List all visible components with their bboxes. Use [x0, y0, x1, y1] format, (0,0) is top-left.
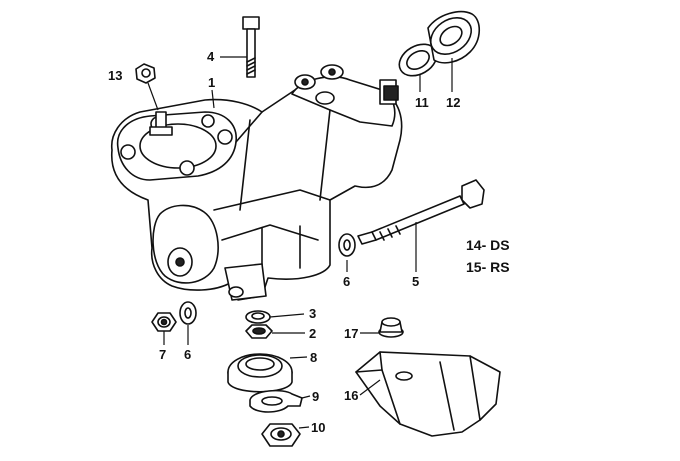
callout-9: 9 — [312, 389, 319, 404]
sector-shaft-seal — [227, 353, 293, 393]
callout-11: 11 — [415, 95, 429, 110]
note-rs: 15- RS — [466, 259, 510, 275]
leader-16 — [359, 379, 381, 396]
heat-shield — [355, 351, 501, 437]
long-mounting-bolt — [357, 179, 485, 245]
leader-9 — [301, 395, 311, 399]
leader-1 — [211, 89, 215, 109]
leader-lines — [147, 56, 453, 429]
callout-3: 3 — [309, 306, 316, 321]
callout-17: 17 — [344, 326, 358, 341]
leader-8 — [289, 356, 308, 359]
callout-2: 2 — [309, 326, 316, 341]
leader-13 — [147, 82, 159, 111]
note-ds: 14- DS — [466, 237, 510, 253]
callout-6-left: 6 — [184, 347, 191, 362]
callout-13: 13 — [108, 68, 122, 83]
leader-3 — [269, 313, 305, 318]
sector-shaft-washer — [245, 310, 271, 324]
castle-nut — [261, 423, 301, 447]
callout-8: 8 — [310, 350, 317, 365]
nut-left — [151, 312, 177, 332]
housing-mounting-bolt-top — [242, 16, 260, 78]
flange-nut — [378, 317, 404, 338]
steering-gear-housing — [110, 64, 403, 301]
washer-left — [179, 301, 197, 325]
dust-boot — [427, 10, 481, 64]
sector-shaft-nut — [245, 324, 273, 339]
lock-tab-washer — [249, 389, 303, 413]
callout-6-right: 6 — [343, 274, 350, 289]
callout-1: 1 — [208, 75, 215, 90]
callout-12: 12 — [446, 95, 460, 110]
callout-16: 16 — [344, 388, 358, 403]
leader-10 — [298, 426, 310, 429]
washer-right — [338, 233, 356, 257]
adjusting-lock-nut — [135, 63, 156, 84]
callout-7: 7 — [159, 347, 166, 362]
callout-labels: 4 1 13 11 12 5 6 7 6 3 2 8 9 10 17 16 14… — [108, 49, 510, 435]
callout-5: 5 — [412, 274, 419, 289]
callout-10: 10 — [311, 420, 325, 435]
callout-4: 4 — [207, 49, 215, 64]
